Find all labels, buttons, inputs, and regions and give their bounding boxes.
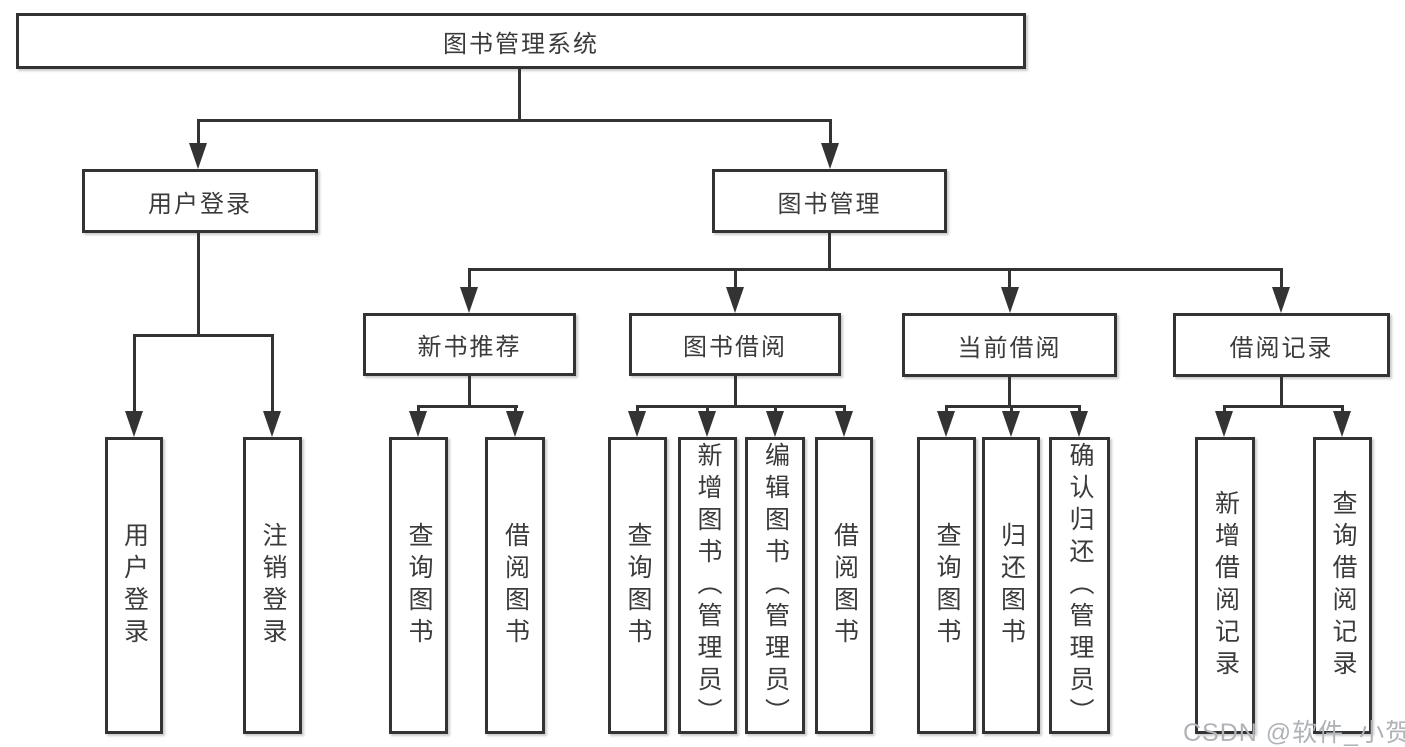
leaf-borrow-books-recommend: 借阅图书 [485, 437, 545, 734]
connector-line [734, 268, 737, 292]
node-new-book-recommend: 新书推荐 [363, 313, 576, 376]
node-label: 当前借阅 [957, 334, 1062, 362]
arrow-down-icon [506, 411, 524, 437]
arrow-down-icon [698, 411, 716, 437]
leaf-query-books-borrow: 查询图书 [608, 437, 667, 734]
arrow-down-icon [125, 411, 143, 437]
connector-line [1280, 377, 1283, 408]
arrow-down-icon [1001, 287, 1019, 313]
leaf-label: 新增借阅记录 [1211, 489, 1240, 682]
leaf-query-books-recommend: 查询图书 [389, 437, 448, 734]
leaf-label: 归还图书 [997, 521, 1026, 650]
node-label: 图书借阅 [683, 334, 787, 361]
arrow-down-icon [766, 411, 784, 437]
leaf-label: 查询图书 [933, 521, 961, 650]
leaf-label: 新增图书（管理员） [694, 441, 722, 730]
arrow-down-icon [821, 143, 839, 169]
arrow-down-icon [189, 143, 207, 169]
connector-line [271, 334, 274, 416]
csdn-watermark: CSDN @软件_小贺同学 [1183, 719, 1405, 747]
node-book-management: 图书管理 [712, 169, 947, 233]
leaf-confirm-return-admin: 确认归还（管理员） [1049, 437, 1110, 734]
node-user-login: 用户登录 [82, 169, 318, 233]
leaf-label: 查询借阅记录 [1329, 489, 1357, 682]
connector-line [1280, 268, 1283, 292]
leaf-label: 借阅图书 [501, 521, 530, 650]
connector-line [133, 334, 274, 337]
connector-line [197, 233, 200, 337]
connector-line [133, 334, 136, 416]
leaf-edit-books-admin: 编辑图书（管理员） [745, 437, 805, 734]
leaf-return-books: 归还图书 [982, 437, 1040, 734]
arrow-down-icon [460, 287, 478, 313]
connector-line [1008, 268, 1011, 292]
leaf-label: 用户登录 [120, 521, 149, 650]
node-label: 图书管理 [777, 190, 882, 218]
arrow-down-icon [1272, 287, 1290, 313]
leaf-add-borrow-record: 新增借阅记录 [1195, 437, 1255, 734]
leaf-borrow-books: 借阅图书 [815, 437, 873, 734]
node-label: 图书管理系统 [443, 30, 599, 58]
arrow-down-icon [726, 287, 744, 313]
connector-line [197, 119, 832, 122]
arrow-down-icon [1215, 411, 1233, 437]
leaf-label: 借阅图书 [830, 521, 859, 650]
connector-line [417, 405, 518, 408]
arrow-down-icon [1070, 411, 1088, 437]
connector-line [828, 233, 831, 271]
node-label: 新书推荐 [417, 334, 522, 361]
leaf-logout: 注销登录 [243, 437, 302, 734]
connector-line [468, 268, 1282, 271]
node-label: 借阅记录 [1229, 334, 1334, 362]
leaf-label: 编辑图书（管理员） [761, 441, 790, 730]
connector-line [197, 119, 200, 149]
leaf-query-borrow-record: 查询借阅记录 [1313, 437, 1372, 734]
node-label: 用户登录 [148, 190, 252, 218]
arrow-down-icon [835, 411, 853, 437]
connector-line [829, 119, 832, 149]
node-current-borrow: 当前借阅 [902, 313, 1117, 377]
leaf-add-books-admin: 新增图书（管理员） [678, 437, 737, 734]
node-book-borrow: 图书借阅 [629, 313, 841, 376]
leaf-user-login: 用户登录 [105, 437, 163, 734]
leaf-label: 注销登录 [259, 521, 287, 650]
leaf-label: 查询图书 [624, 521, 652, 650]
connector-line [468, 268, 471, 292]
arrow-down-icon [263, 411, 281, 437]
connector-line [734, 376, 737, 408]
arrow-down-icon [409, 411, 427, 437]
connector-line [636, 405, 846, 408]
arrow-down-icon [937, 411, 955, 437]
leaf-label: 查询图书 [405, 521, 433, 650]
connector-line [1223, 405, 1344, 408]
connector-line [1008, 377, 1011, 408]
node-library-management-system: 图书管理系统 [16, 13, 1026, 69]
connector-line [518, 68, 521, 122]
arrow-down-icon [1333, 411, 1351, 437]
arrow-down-icon [628, 411, 646, 437]
connector-line [468, 376, 471, 408]
node-borrow-records: 借阅记录 [1173, 313, 1390, 377]
arrow-down-icon [1002, 411, 1020, 437]
leaf-query-books-current: 查询图书 [917, 437, 976, 734]
leaf-label: 确认归还（管理员） [1066, 441, 1094, 730]
